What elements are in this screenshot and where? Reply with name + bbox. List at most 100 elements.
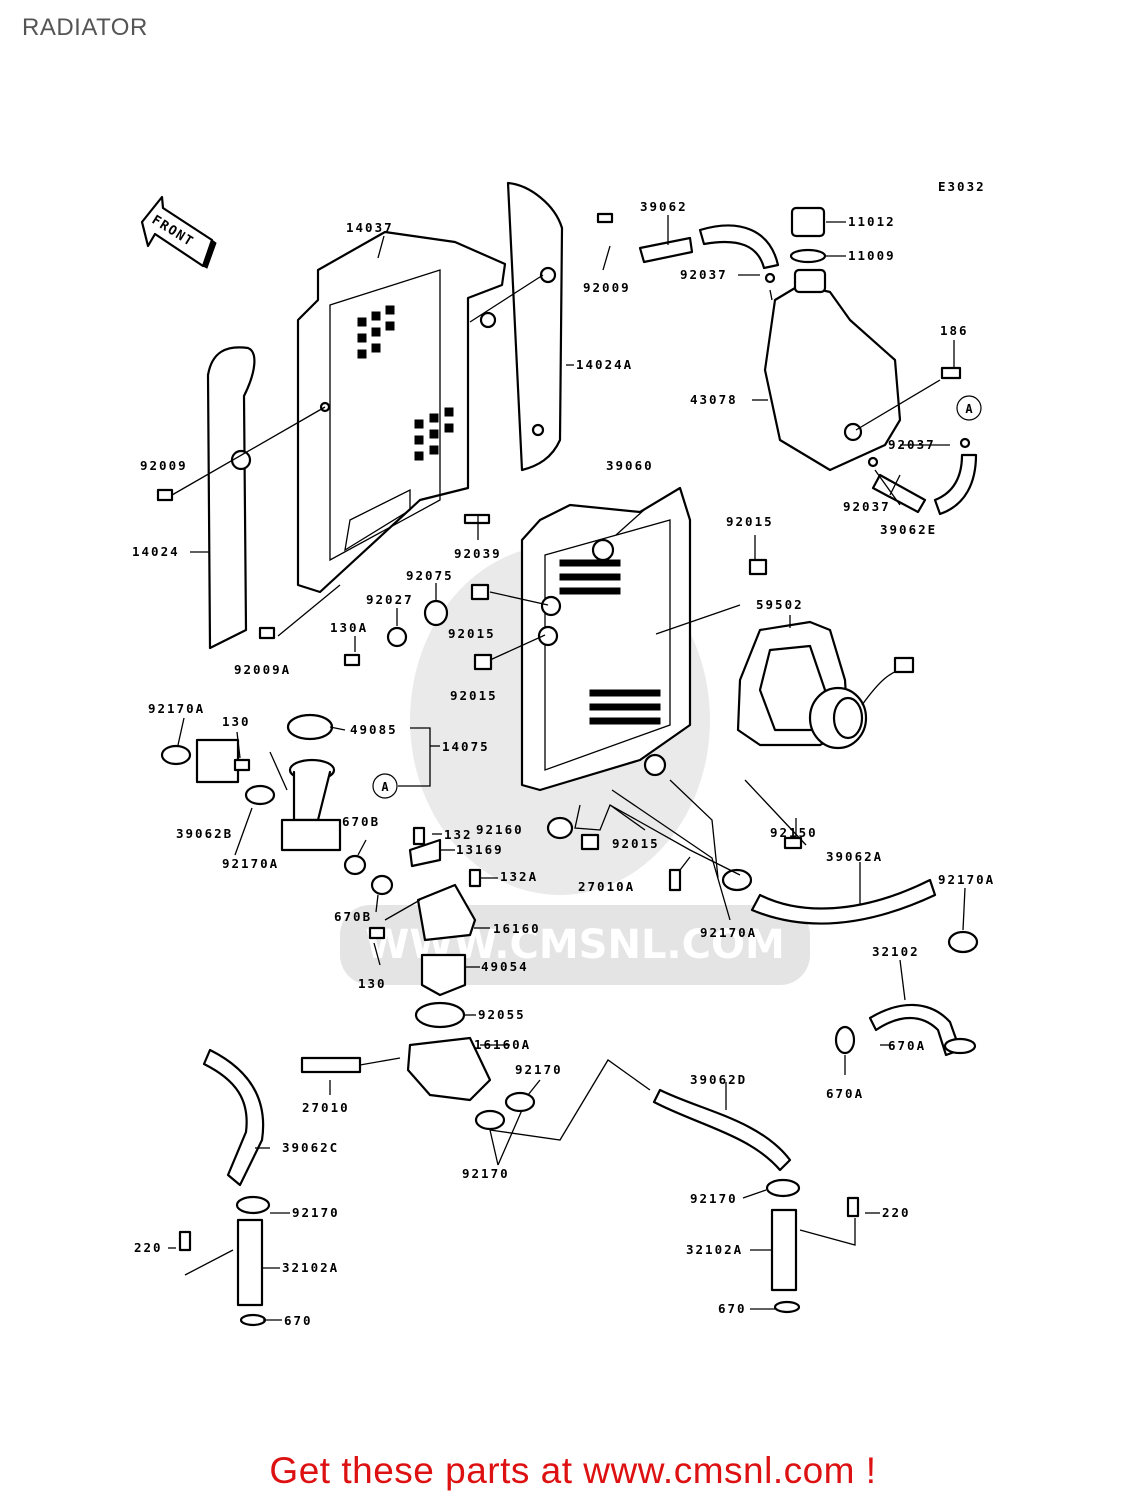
label-92037-top: 92037 [680,267,728,282]
label-220-left: 220 [134,1240,163,1255]
o-ring-670B-b [370,874,394,896]
o-ring-670-right [773,1300,801,1314]
sensor-27010 [300,1056,362,1074]
label-92170-c: 92170 [292,1205,340,1220]
label-92015-mid: 92015 [448,626,496,641]
label-670-left: 670 [284,1313,313,1328]
label-92160: 92160 [476,822,524,837]
o-ring-670A-b [943,1037,977,1055]
filler-neck-14075 [280,758,342,852]
hose-39062-bent [698,224,780,270]
label-39062D: 39062D [690,1072,747,1087]
label-59502: 59502 [756,597,804,612]
label-92015-bottom: 92015 [612,836,660,851]
label-39062C: 39062C [282,1140,339,1155]
label-92170-d: 92170 [690,1191,738,1206]
radiator-exploded-diagram: WWW.CMSNL.COM E3032 FRONT [132,179,995,1328]
label-13169: 13169 [456,842,504,857]
radiator-core [520,486,692,792]
label-130-top: 130 [222,714,251,729]
label-92075: 92075 [406,568,454,583]
reservoir-cap [790,206,826,238]
label-92039: 92039 [454,546,502,561]
clamp-92170A-d [721,868,753,892]
label-39060: 39060 [606,458,654,473]
thermostat-49054 [420,953,467,997]
label-92170A-c: 92170A [938,872,995,887]
hose-39062-straight [638,236,694,264]
label-670A-b: 670A [826,1086,864,1101]
leader-lines [168,215,966,1321]
bolts-and-grommets [156,212,971,1252]
svg-text:A: A [965,402,973,416]
label-220-right: 220 [882,1205,911,1220]
label-670A-a: 670A [888,1038,926,1053]
o-ring-670B-a [343,854,367,876]
reservoir-cap-gasket [789,248,827,264]
label-32102A-left: 32102A [282,1260,339,1275]
label-92027: 92027 [366,592,414,607]
label-670B-b: 670B [334,909,372,924]
label-186: 186 [940,323,969,338]
shroud-right [506,181,564,472]
hose-39062E-bent [933,453,978,516]
part-labels: 39062 11012 11009 92037 14037 92009 1402… [132,199,995,1328]
label-92170-b: 92170 [462,1166,510,1181]
clamp-92170A-c [947,930,979,954]
label-39062A: 39062A [826,849,883,864]
label-92170A-d: 92170A [700,925,757,940]
clamp-92170-lower [474,1109,506,1131]
hose-39062D [652,1088,792,1172]
hose-39062A [750,878,937,925]
label-92170-a: 92170 [515,1062,563,1077]
label-92170A-a: 92170A [148,701,205,716]
label-92055: 92055 [478,1007,526,1022]
label-92015-low: 92015 [450,688,498,703]
clamp-92170-upper [504,1091,536,1113]
label-16160: 16160 [493,921,541,936]
clamp-92170-lower-right [765,1178,801,1198]
radiator-cap [286,713,334,741]
label-11009: 11009 [848,248,896,263]
label-92170A-b: 92170A [222,856,279,871]
o-ring-92055 [414,1001,466,1029]
cooling-fan [736,620,915,750]
clamp-92170A-a [160,744,192,766]
marker-a-bottom: A [372,773,398,799]
hose-39062E-straight [871,473,927,514]
front-arrow-icon: FRONT [140,195,217,269]
o-ring-670-left [239,1313,267,1327]
label-39062: 39062 [640,199,688,214]
label-92037-low: 92037 [843,499,891,514]
svg-text:A: A [381,780,389,794]
label-92150: 92150 [770,825,818,840]
label-14037: 14037 [346,220,394,235]
label-92009A: 92009A [234,662,291,677]
label-132: 132 [444,827,473,842]
label-92037-mid: 92037 [888,437,936,452]
reservoir-tank [763,268,902,472]
thermostat-housing-16160 [416,883,477,942]
label-14024: 14024 [132,544,180,559]
bracket-13169 [408,838,442,868]
o-ring-670A-a [834,1025,856,1055]
pump-cover-16160A [406,1036,492,1102]
label-670B-a: 670B [342,814,380,829]
label-39062E: 39062E [880,522,937,537]
clamp-92170-lower-left [235,1195,271,1215]
label-92015-right: 92015 [726,514,774,529]
label-49085: 49085 [350,722,398,737]
diagram-code: E3032 [938,179,986,194]
label-27010A: 27010A [578,879,635,894]
label-43078: 43078 [690,392,738,407]
label-32102A-right: 32102A [686,1242,743,1257]
label-32102: 32102 [872,944,920,959]
clamp-92170A-b [244,784,276,806]
label-14075: 14075 [442,739,490,754]
label-130A: 130A [330,620,368,635]
label-92009-top: 92009 [583,280,631,295]
hose-39062C [202,1048,265,1187]
label-11012: 11012 [848,214,896,229]
footer-cta-link[interactable]: Get these parts at www.cmsnl.com ! [269,1450,877,1491]
label-39062B: 39062B [176,826,233,841]
